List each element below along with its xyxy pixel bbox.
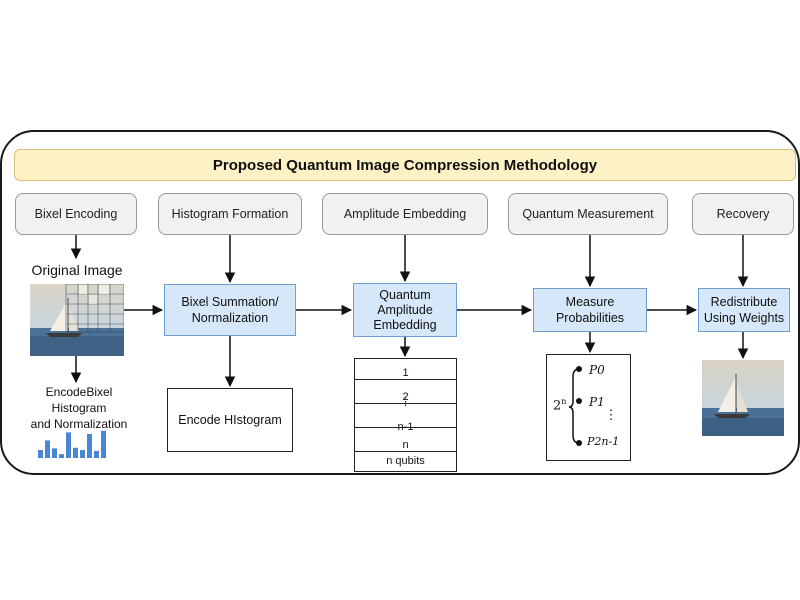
diagram-title: Proposed Quantum Image Compression Metho…: [14, 149, 796, 181]
stage-amplitude-embedding: Amplitude Embedding: [322, 193, 488, 235]
histogram-bar: [38, 450, 43, 458]
histogram-bar: [87, 434, 92, 458]
histogram-bar: [45, 440, 50, 458]
histogram-bar: [66, 432, 71, 458]
recovered-image: [702, 360, 784, 436]
redistribute-weights-box: Redistribute Using Weights: [698, 288, 790, 332]
mini-histogram: [38, 430, 106, 458]
probability-p0: P0: [589, 363, 605, 377]
two-power-n-label: 2n: [553, 397, 567, 414]
histogram-bar: [94, 450, 99, 458]
original-image-label: Original Image: [31, 262, 123, 278]
qubit-wire-label: 2: [402, 391, 409, 403]
histogram-bar: [52, 448, 57, 458]
vertical-ellipsis: ⋮: [400, 396, 411, 408]
qubit-wire-label: n-1: [397, 421, 414, 433]
qubit-wire-label: 1: [402, 367, 409, 379]
qubits-footer: n qubits: [386, 455, 425, 467]
probability-p1: P1: [589, 395, 605, 409]
bixel-summation-box: Bixel Summation/ Normalization: [164, 284, 296, 336]
qubit-register: 1 2 ⋮ n-1 n n qubits: [354, 358, 457, 472]
probabilities-box: ⋮ 2n P0 P1 P2n-1: [546, 354, 631, 461]
stage-bixel-encoding: Bixel Encoding: [15, 193, 137, 235]
histogram-bar: [73, 447, 78, 458]
svg-text:⋮: ⋮: [605, 407, 618, 422]
outer-frame: [0, 130, 800, 475]
histogram-bar: [101, 430, 106, 458]
stage-recovery: Recovery: [692, 193, 794, 235]
histogram-bar: [59, 454, 64, 458]
probability-pn: P2n-1: [587, 435, 620, 448]
encode-histogram-box: Encode HIstogram: [167, 388, 293, 452]
measure-probabilities-box: Measure Probabilities: [533, 288, 647, 332]
original-image: [30, 284, 124, 356]
quantum-amplitude-embedding-box: Quantum Amplitude Embedding: [353, 283, 457, 337]
histogram-bar: [80, 450, 85, 458]
qubit-wire-label: n: [402, 439, 409, 451]
stage-histogram-formation: Histogram Formation: [158, 193, 302, 235]
stage-quantum-measurement: Quantum Measurement: [508, 193, 668, 235]
encode-bixel-label: EncodeBixel Histogram and Normalization: [30, 385, 128, 431]
